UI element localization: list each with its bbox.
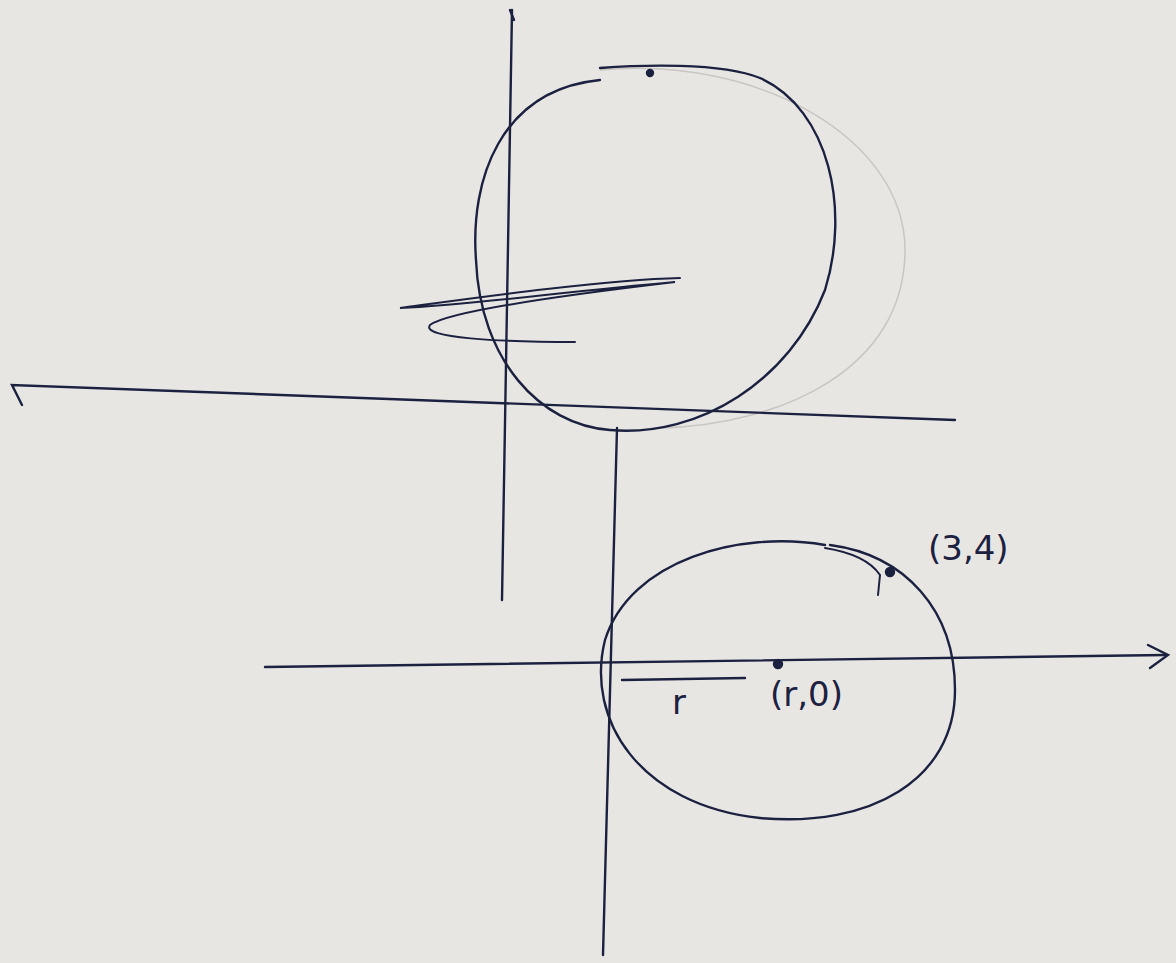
radius-line: [622, 678, 745, 680]
scribble: [400, 278, 680, 342]
circle: [475, 66, 835, 431]
axis-tick: [510, 10, 514, 20]
circle: [601, 541, 955, 819]
y-axis: [603, 428, 617, 955]
leader-arrow: [825, 548, 880, 595]
x-axis: [265, 655, 1165, 667]
coordinate-label: (3,4): [928, 530, 1009, 567]
coordinate-label: r: [672, 684, 686, 721]
point: [647, 70, 653, 76]
coordinate-label: (r,0): [770, 676, 843, 713]
arrow-head: [1148, 645, 1168, 668]
point: [886, 568, 894, 576]
x-axis: [12, 385, 955, 420]
ghost-arc: [600, 68, 905, 428]
center-point: [774, 660, 782, 668]
